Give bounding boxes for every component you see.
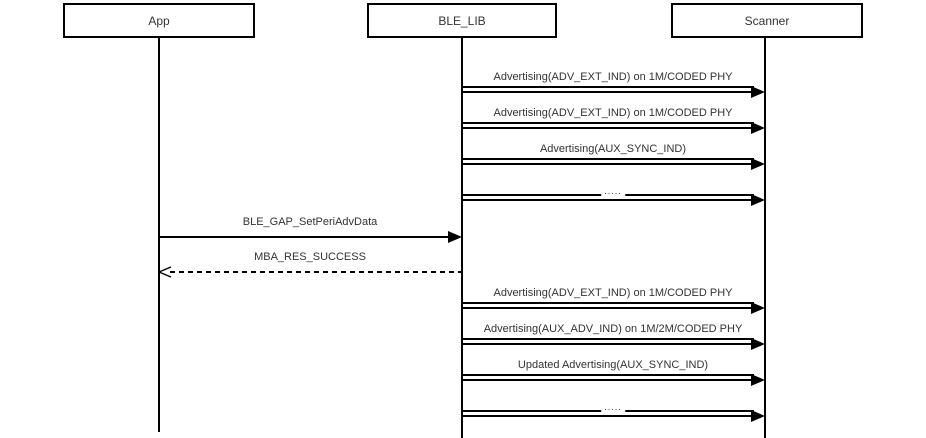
message-updated-aux-sync-ind-row: Updated Advertising(AUX_SYNC_IND) [461, 358, 765, 386]
participant-box-ble-lib: BLE_LIB [367, 3, 557, 38]
message-mba-res-success-row: MBA_RES_SUCCESS [158, 250, 462, 278]
participant-box-scanner: Scanner [671, 3, 863, 38]
message-shaft-line [461, 343, 754, 345]
message-upper-line [461, 122, 754, 124]
message-dashed-line [170, 271, 462, 273]
participant-box-app: App [63, 3, 255, 38]
arrowhead-right-icon [751, 410, 765, 422]
message-shaft-line [461, 307, 754, 309]
lifeline-ble-lib [461, 38, 463, 438]
message-upper-line [461, 302, 754, 304]
message-upper-line [461, 374, 754, 376]
message-label: Advertising(ADV_EXT_IND) on 1M/CODED PHY [493, 71, 733, 83]
arrowhead-right-icon [751, 194, 765, 206]
message-shaft-line [461, 415, 754, 417]
message-upper-line [461, 86, 754, 88]
message-shaft-line [158, 236, 451, 238]
message-upper-line [461, 158, 754, 160]
lifeline-app [158, 38, 160, 432]
arrowhead-right-icon [751, 122, 765, 134]
arrowhead-right-icon [751, 374, 765, 386]
lifeline-scanner [764, 38, 766, 438]
message-adv-ext-ind-2-row: Advertising(ADV_EXT_IND) on 1M/CODED PHY [461, 106, 765, 134]
message-shaft-line [461, 91, 754, 93]
message-ellipsis-1-row: ..... [461, 178, 765, 206]
message-label: Advertising(AUX_SYNC_IND) [539, 143, 687, 155]
participant-label: Scanner [744, 13, 790, 28]
message-shaft-line [461, 163, 754, 165]
message-label: BLE_GAP_SetPeriAdvData [242, 216, 378, 228]
message-label: Advertising(ADV_EXT_IND) on 1M/CODED PHY [493, 107, 733, 119]
message-label: ..... [601, 187, 625, 196]
message-label: MBA_RES_SUCCESS [254, 251, 366, 263]
arrowhead-right-icon [751, 302, 765, 314]
message-adv-ext-ind-3-row: Advertising(ADV_EXT_IND) on 1M/CODED PHY [461, 286, 765, 314]
message-aux-adv-ind-row: Advertising(AUX_ADV_IND) on 1M/2M/CODED … [461, 322, 765, 350]
participant-label: BLE_LIB [438, 13, 486, 28]
arrowhead-left-open-icon [158, 266, 172, 278]
message-label: Updated Advertising(AUX_SYNC_IND) [517, 359, 709, 371]
message-adv-ext-ind-1-row: Advertising(ADV_EXT_IND) on 1M/CODED PHY [461, 70, 765, 98]
message-shaft-line [461, 199, 754, 201]
arrowhead-right-icon [751, 86, 765, 98]
arrowhead-right-icon [751, 338, 765, 350]
message-label: Advertising(ADV_EXT_IND) on 1M/CODED PHY [493, 287, 733, 299]
arrowhead-right-icon [448, 231, 462, 243]
message-shaft-line [461, 379, 754, 381]
message-label: Advertising(AUX_ADV_IND) on 1M/2M/CODED … [483, 323, 743, 335]
message-ellipsis-2-row: ..... [461, 394, 765, 422]
message-shaft-line [461, 127, 754, 129]
message-ble-gap-setperiadvdata-row: BLE_GAP_SetPeriAdvData [158, 215, 462, 243]
arrowhead-right-icon [751, 158, 765, 170]
message-aux-sync-ind-row: Advertising(AUX_SYNC_IND) [461, 142, 765, 170]
message-label: ..... [601, 403, 625, 412]
message-upper-line [461, 338, 754, 340]
participant-label: App [148, 13, 170, 28]
